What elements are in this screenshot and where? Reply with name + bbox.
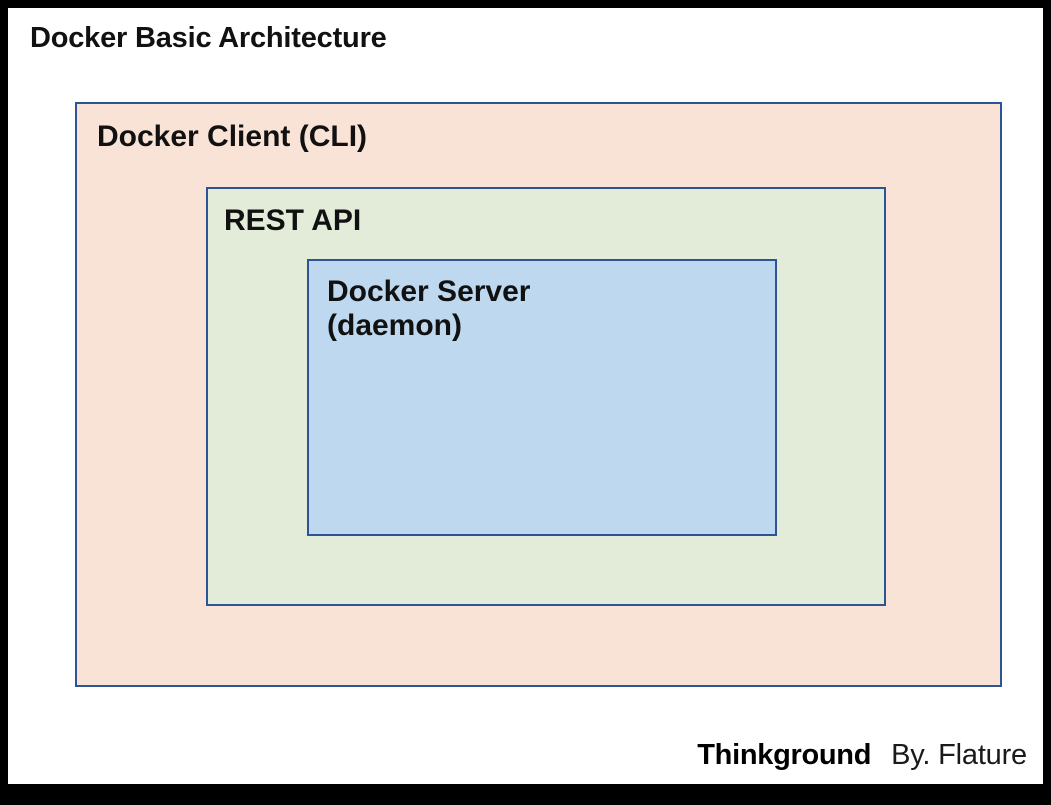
docker-server-label: Docker Server (daemon) [327,275,531,343]
docker-server-box: Docker Server (daemon) [307,259,777,536]
page-title: Docker Basic Architecture [30,22,387,54]
rest-api-box: REST API Docker Server (daemon) [206,187,886,606]
brand-name: Thinkground [697,739,872,771]
docker-client-label: Docker Client (CLI) [97,120,368,153]
slide-canvas: Docker Basic Architecture Docker Client … [8,8,1043,784]
rest-api-label: REST API [224,204,362,237]
footer: Thinkground By. Flature [697,739,1027,772]
brand-author: By. Flature [891,739,1027,771]
docker-client-box: Docker Client (CLI) REST API Docker Serv… [75,102,1002,687]
